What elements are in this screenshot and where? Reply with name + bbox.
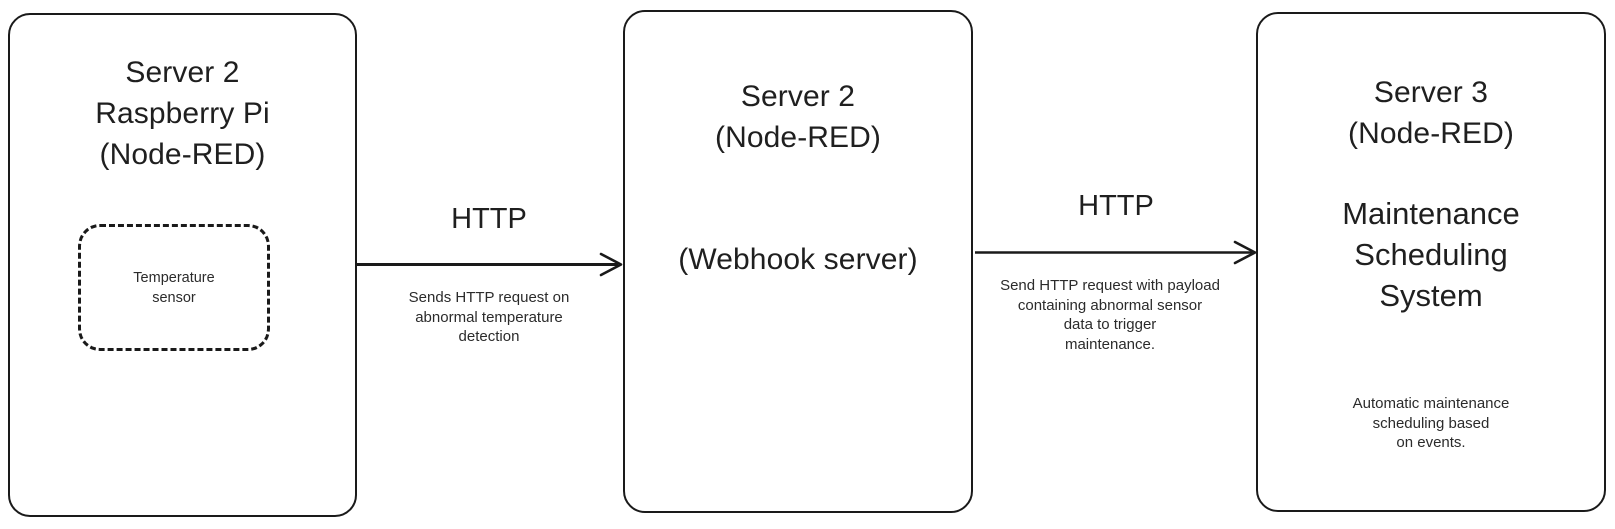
- node-server2-webhook-title-line-2: (Node-RED): [714, 121, 882, 154]
- node-server3-maintenance-note: Automatic maintenance scheduling based on …: [1256, 394, 1606, 453]
- node-server2-webhook-title: Server 2 (Node-RED): [623, 76, 973, 158]
- node-server3-maintenance-title: Server 3 (Node-RED): [1256, 72, 1606, 154]
- edge-1-description-line-2: abnormal temperature: [415, 308, 563, 326]
- node-temperature-sensor-label-line-2: sensor: [152, 290, 196, 306]
- edge-2-description: Send HTTP request with payload containing…: [960, 276, 1260, 354]
- edge-1-arrow: [355, 252, 623, 277]
- node-server2-webhook[interactable]: [623, 10, 973, 513]
- node-server2-raspberry-pi-title-line-2: Raspberry Pi: [95, 97, 270, 130]
- edge-1-protocol-label: HTTP: [451, 203, 527, 235]
- node-server3-maintenance-note-line-1: Automatic maintenance: [1352, 395, 1510, 412]
- node-temperature-sensor-label-line-1: Temperature: [133, 270, 215, 286]
- node-server2-raspberry-pi-title: Server 2 Raspberry Pi (Node-RED): [8, 52, 357, 175]
- edge-2-arrow: [975, 240, 1257, 265]
- edge-2-description-line-4: maintenance.: [1064, 335, 1156, 353]
- node-server3-maintenance-note-line-2: scheduling based: [1372, 414, 1490, 432]
- node-server2-raspberry-pi-title-line-3: (Node-RED): [99, 138, 266, 171]
- node-server2-webhook-subtitle: (Webhook server): [678, 243, 918, 276]
- node-server3-maintenance-heading-line-2: Scheduling: [1354, 237, 1508, 272]
- node-server3-maintenance-heading-line-1: Maintenance: [1342, 196, 1520, 231]
- node-temperature-sensor[interactable]: [78, 224, 270, 351]
- edge-2-description-line-3: data to trigger: [1063, 316, 1157, 333]
- node-server3-maintenance[interactable]: [1256, 12, 1606, 512]
- edge-1-description: Sends HTTP request on abnormal temperatur…: [355, 288, 623, 347]
- edge-1-description-line-3: detection: [458, 328, 520, 345]
- node-server3-maintenance-title-line-2: (Node-RED): [1347, 117, 1515, 150]
- node-server3-maintenance-note-line-3: on events.: [1396, 434, 1466, 451]
- node-server3-maintenance-heading-line-3: System: [1379, 278, 1483, 313]
- edge-2-description-line-1: Send HTTP request with payload: [1000, 277, 1220, 294]
- edge-2-protocol-label: HTTP: [1078, 190, 1154, 222]
- edge-2-description-line-2: containing abnormal sensor: [1017, 296, 1203, 314]
- edge-1-arrowhead-icon: [599, 252, 623, 277]
- edge-1-description-line-1: Sends HTTP request on: [408, 289, 570, 306]
- node-temperature-sensor-label: Temperature sensor: [78, 268, 270, 308]
- node-server2-raspberry-pi-title-line-1: Server 2: [125, 56, 240, 89]
- node-server3-maintenance-title-line-1: Server 3: [1373, 76, 1489, 109]
- edge-2-arrowhead-icon: [1233, 240, 1257, 265]
- node-server2-webhook-title-line-1: Server 2: [740, 80, 856, 113]
